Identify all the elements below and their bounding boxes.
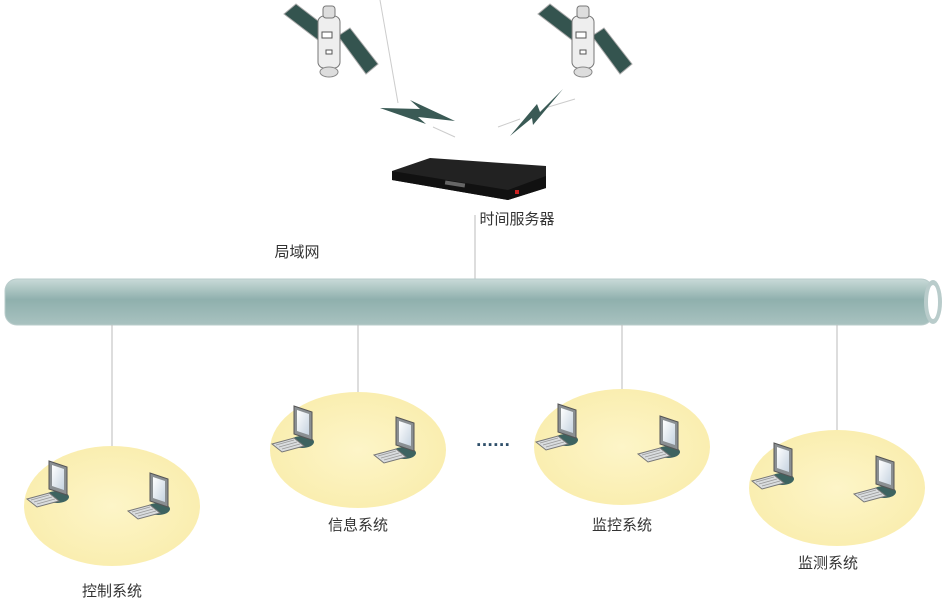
time-server-icon [392, 158, 546, 200]
signal-icon-right [497, 89, 576, 136]
server-label: 时间服务器 [479, 210, 555, 228]
system-label-monitoring: 监测系统 [797, 554, 859, 572]
satellite-icon-left [283, 3, 379, 78]
more-systems-ellipsis: ...... [475, 432, 511, 450]
system-label-surveillance: 监控系统 [591, 516, 653, 534]
signal-icon-left [379, 0, 456, 138]
system-label-info: 信息系统 [327, 516, 389, 534]
satellite-icon-right [537, 3, 633, 78]
lan-label: 局域网 [274, 243, 320, 261]
system-label-control: 控制系统 [81, 582, 143, 600]
lan-pipe [4, 278, 942, 326]
